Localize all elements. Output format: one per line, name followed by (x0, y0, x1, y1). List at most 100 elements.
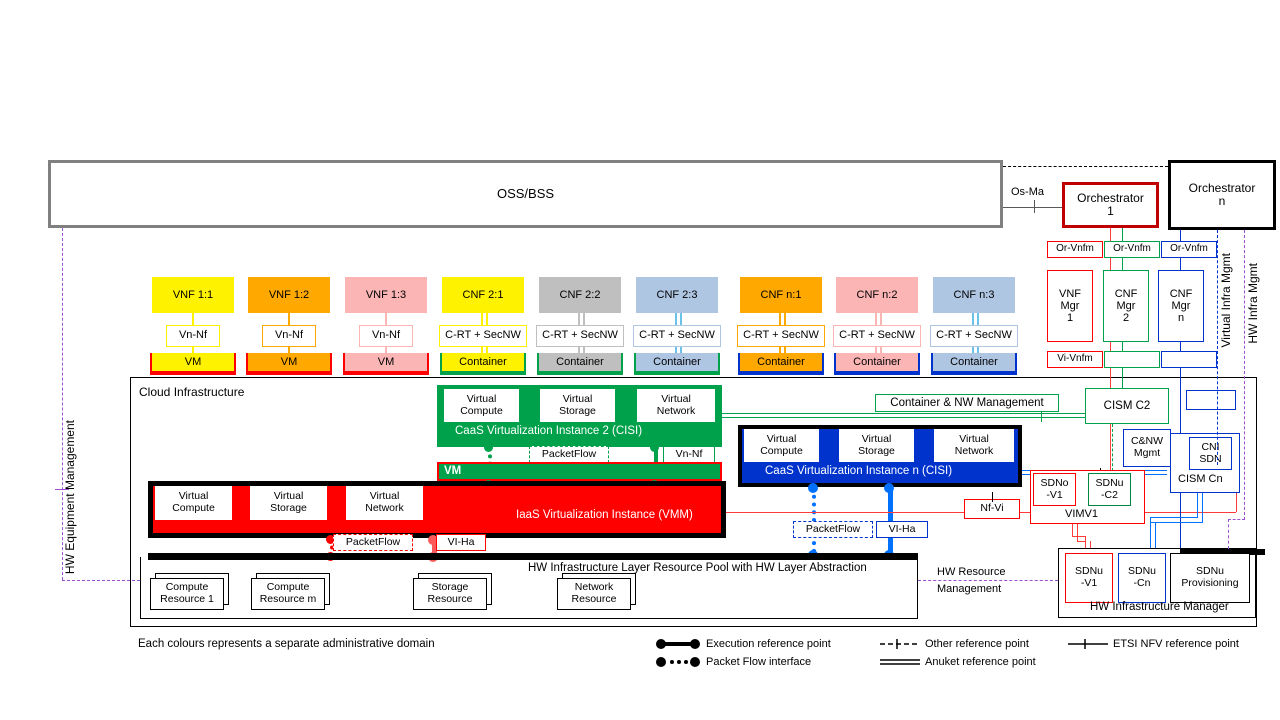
runtime-box-container-8[interactable]: Container (836, 353, 918, 371)
iaas-virtual-network[interactable]: Virtual Network (346, 486, 423, 520)
vimv1-to-sdnu-v1-jog-a (1072, 536, 1086, 537)
network-resource[interactable]: Network Resource (557, 578, 631, 610)
vi-vnfm-box[interactable]: Vi-Vnfm (1047, 351, 1103, 368)
function-box-vnf-1-3[interactable]: VNF 1:3 (345, 277, 427, 313)
function-box-vnf-1-2[interactable]: VNF 1:2 (248, 277, 330, 313)
caas-n-virtual-storage[interactable]: Virtual Storage (839, 429, 914, 462)
storage-resource[interactable]: Storage Resource (413, 578, 487, 610)
cism-c2-box[interactable]: CISM C2 (1085, 388, 1169, 424)
hw-equipment-mgmt-hline (62, 580, 140, 581)
sdnu-c2-box[interactable]: SDNu -C2 (1088, 473, 1131, 506)
vi-vnfm-box-green[interactable] (1104, 351, 1160, 368)
hw-equipment-mgmt-label: HW Equipment Management (63, 420, 77, 575)
cnw-mgmt-box[interactable]: C&NW Mgmt (1123, 429, 1171, 467)
vi-ha-label: VI-Ha (888, 522, 916, 535)
caas2-vnnf-label-box[interactable]: Vn-Nf (663, 446, 715, 463)
iaas-packetflow-label-box[interactable]: PacketFlow (333, 534, 413, 551)
legend-label-packetflow: Packet Flow interface (706, 656, 812, 668)
iface-box-c-rt-8[interactable]: C-RT + SecNW (833, 325, 921, 347)
sdnu-v1-box[interactable]: SDNu -V1 (1065, 553, 1113, 603)
manager-line2: Mgr (1171, 299, 1191, 312)
caas-2-virtual-network[interactable]: Virtual Network (637, 389, 715, 422)
or-vnfm-box-1[interactable]: Or-Vnfm (1047, 241, 1103, 258)
caas-2-virtual-compute[interactable]: Virtual Compute (444, 389, 519, 422)
sdnu-cn-box[interactable]: SDNu -Cn (1118, 553, 1166, 603)
function-label: CNF n:1 (760, 288, 802, 301)
resource-line1: Compute (266, 581, 310, 594)
function-box-cnf-n-3[interactable]: CNF n:3 (933, 277, 1015, 313)
caas2-packetflow-label-box[interactable]: PacketFlow (529, 446, 609, 463)
iface-label: Vn-Nf (274, 329, 304, 342)
function-box-cnf-2-3[interactable]: CNF 2:3 (636, 277, 718, 313)
caasn-packetflow-label-box[interactable]: PacketFlow (793, 521, 873, 538)
hw-equipment-mgmt-tick (55, 489, 69, 490)
caas-n-virtual-compute[interactable]: Virtual Compute (744, 429, 819, 462)
sdnu-provisioning-anuket-bar (1180, 549, 1265, 555)
runtime-box-container-7[interactable]: Container (740, 353, 822, 371)
vi-vnfm-box-blue[interactable] (1161, 351, 1217, 368)
container-nw-mgmt-box[interactable]: Container & NW Management (875, 394, 1059, 412)
oss-bss-box[interactable]: OSS/BSS (48, 160, 1003, 228)
cni-sdn-box[interactable]: CNI SDN (1189, 437, 1232, 470)
orch-n-extra-box[interactable] (1186, 390, 1236, 410)
container-nw-mgmt-label: Container & NW Management (890, 396, 1044, 409)
caas-2-vm-bar[interactable] (437, 462, 722, 481)
iface-box-c-rt-9[interactable]: C-RT + SecNW (930, 325, 1018, 347)
iface-box-c-rt-7[interactable]: C-RT + SecNW (737, 325, 825, 347)
runtime-box-container-5[interactable]: Container (539, 353, 621, 371)
orchestrator-1-box[interactable]: Orchestrator 1 (1062, 182, 1159, 228)
or-vnfm-box-2[interactable]: Or-Vnfm (1104, 241, 1160, 258)
iface-box-vn-nf-1[interactable]: Vn-Nf (166, 325, 220, 347)
iaas-viha-label-box[interactable]: VI-Ha (436, 534, 486, 551)
cnf-mgr-2-box[interactable]: CNF Mgr 2 (1103, 270, 1149, 342)
iface-label: Vn-Nf (178, 329, 208, 342)
runtime-label: Container (757, 355, 805, 368)
sdno-v1-line2: -V1 (1046, 488, 1063, 501)
iface-box-c-rt-5[interactable]: C-RT + SecNW (536, 325, 624, 347)
resource-line1: Virtual (273, 490, 304, 503)
iface-box-c-rt-4[interactable]: C-RT + SecNW (439, 325, 527, 347)
iaas-virtual-storage[interactable]: Virtual Storage (250, 486, 327, 520)
function-box-cnf-2-1[interactable]: CNF 2:1 (442, 277, 524, 313)
iaas-panel[interactable] (148, 481, 726, 538)
hw-pool-top-bar (148, 553, 918, 560)
function-box-cnf-n-2[interactable]: CNF n:2 (836, 277, 918, 313)
sdno-v1-box[interactable]: SDNo -V1 (1033, 473, 1076, 506)
runtime-box-container-9[interactable]: Container (933, 353, 1015, 371)
runtime-box-vm-1[interactable]: VM (152, 353, 234, 371)
runtime-box-vm-3[interactable]: VM (345, 353, 427, 371)
sdnu-provisioning-line2: Provisioning (1181, 577, 1239, 589)
iaas-packetflow-stem (330, 538, 334, 557)
iaas-virtual-compute[interactable]: Virtual Compute (155, 486, 232, 520)
or-vnfm-box-3[interactable]: Or-Vnfm (1161, 241, 1217, 258)
function-box-cnf-n-1[interactable]: CNF n:1 (740, 277, 822, 313)
orchestrator-n-box[interactable]: Orchestrator n (1168, 160, 1276, 230)
sdno-v1-line1: SDNo (1040, 476, 1069, 489)
compute-resource-1[interactable]: Compute Resource 1 (150, 578, 224, 610)
function-box-cnf-2-2[interactable]: CNF 2:2 (539, 277, 621, 313)
orch1-to-vnfmgr-stem (1110, 228, 1111, 513)
vimv1-to-sdnu-v1-riser-a (1072, 524, 1073, 536)
sdnu-provisioning-box[interactable]: SDNu Provisioning (1170, 553, 1250, 603)
caas-n-virtual-network[interactable]: Virtual Network (934, 429, 1014, 462)
function-box-vnf-1-1[interactable]: VNF 1:1 (152, 277, 234, 313)
resource-line1: Virtual (178, 490, 209, 503)
runtime-box-container-4[interactable]: Container (442, 353, 524, 371)
runtime-box-container-6[interactable]: Container (636, 353, 718, 371)
resource-line2: Network (954, 444, 994, 457)
iface-box-vn-nf-2[interactable]: Vn-Nf (262, 325, 316, 347)
vnf-mgr-1-box[interactable]: VNF Mgr 1 (1047, 270, 1093, 342)
runtime-box-vm-2[interactable]: VM (248, 353, 330, 371)
iface-box-vn-nf-3[interactable]: Vn-Nf (359, 325, 413, 347)
compute-resource-m[interactable]: Compute Resource m (251, 578, 325, 610)
execution-reference-point-icon (656, 639, 700, 649)
iface-box-c-rt-6[interactable]: C-RT + SecNW (633, 325, 721, 347)
resource-line2: Resource 1 (160, 593, 214, 605)
nf-vi-label-box[interactable]: Nf-Vi (964, 499, 1020, 519)
cismcn-to-sdnu-cn-jog-b (1150, 522, 1203, 523)
caas2-vnnf-stem (654, 447, 658, 473)
cnf-mgr-n-box[interactable]: CNF Mgr n (1158, 270, 1204, 342)
iface-label: C-RT + SecNW (743, 329, 819, 342)
caas-2-virtual-storage[interactable]: Virtual Storage (540, 389, 615, 422)
caasn-viha-label-box[interactable]: VI-Ha (876, 521, 928, 538)
